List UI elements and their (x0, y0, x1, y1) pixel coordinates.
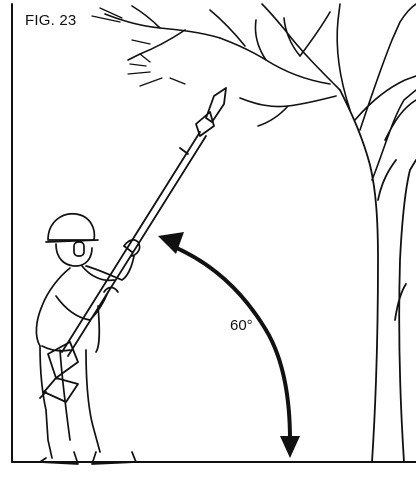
small-twigs (92, 8, 185, 86)
angle-label: 60° (230, 317, 253, 334)
saw-head (196, 88, 226, 136)
angle-arrow (172, 246, 290, 440)
arrow-heads (158, 232, 300, 458)
tree-trunk (340, 90, 416, 462)
tree-branches (105, 4, 416, 180)
figure-label: FIG. 23 (22, 12, 79, 29)
